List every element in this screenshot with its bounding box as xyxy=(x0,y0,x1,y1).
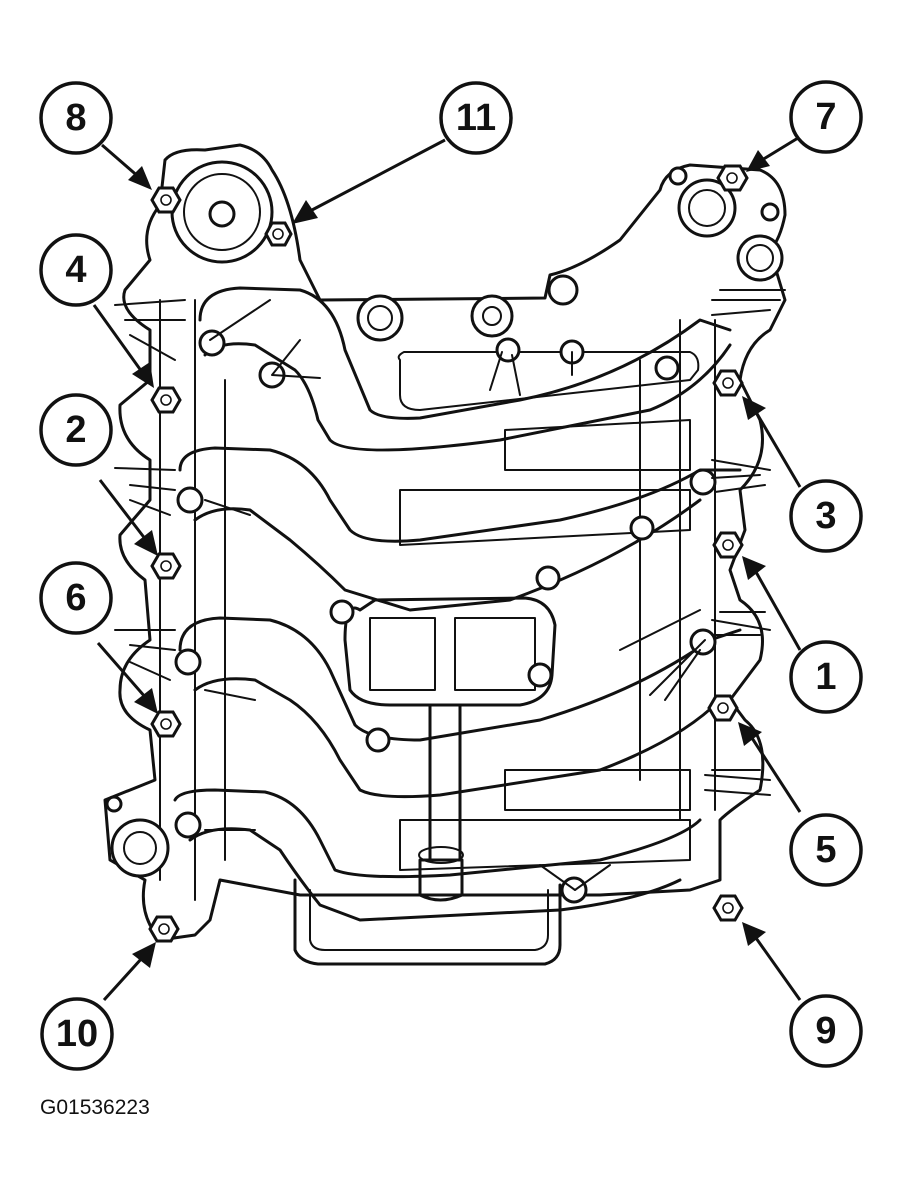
bolt-10 xyxy=(148,915,180,943)
callout-2: 2 xyxy=(39,393,113,467)
manifold-body xyxy=(103,143,787,966)
callout-11: 11 xyxy=(439,81,513,155)
leader-5 xyxy=(738,722,802,813)
callout-9: 9 xyxy=(789,994,863,1068)
callout-7: 7 xyxy=(789,80,863,154)
bolt-3 xyxy=(712,369,744,397)
callout-1-label: 1 xyxy=(815,656,836,698)
bolt-7 xyxy=(716,164,749,192)
callout-10: 10 xyxy=(40,997,114,1071)
callout-3-label: 3 xyxy=(815,495,836,537)
leader-7 xyxy=(746,136,799,172)
callout-7-label: 7 xyxy=(815,96,836,138)
leader-9 xyxy=(742,922,802,1001)
callout-8-label: 8 xyxy=(65,97,86,139)
leader-3 xyxy=(742,396,802,488)
leader-6 xyxy=(96,642,158,714)
callouts: 8 11 7 4 2 6 3 1 5 10 9 xyxy=(39,80,863,1071)
callout-4-label: 4 xyxy=(65,249,86,291)
bolt-2 xyxy=(150,552,182,580)
callout-8: 8 xyxy=(39,81,113,155)
bolt-5 xyxy=(707,694,739,722)
callout-4: 4 xyxy=(39,233,113,307)
callout-5-label: 5 xyxy=(815,829,836,871)
leader-lines xyxy=(92,136,802,1002)
figure-id: G01536223 xyxy=(40,1096,150,1119)
leader-2 xyxy=(98,479,158,556)
bolt-6 xyxy=(150,710,182,738)
leader-8 xyxy=(101,143,152,190)
callout-3: 3 xyxy=(789,479,863,553)
bolt-8 xyxy=(150,186,182,214)
leader-1 xyxy=(742,556,802,651)
leader-4 xyxy=(92,304,154,388)
bolt-1 xyxy=(712,531,744,559)
callout-9-label: 9 xyxy=(815,1010,836,1052)
callout-2-label: 2 xyxy=(65,409,86,451)
callout-11-label: 11 xyxy=(456,97,496,139)
leader-11 xyxy=(292,138,446,224)
bolt-9 xyxy=(712,894,744,922)
callout-1: 1 xyxy=(789,640,863,714)
callout-6-label: 6 xyxy=(65,577,86,619)
leader-10 xyxy=(102,942,156,1002)
callout-5: 5 xyxy=(789,813,863,887)
bolts xyxy=(148,164,749,943)
callout-6: 6 xyxy=(39,561,113,635)
bolt-4 xyxy=(150,386,182,414)
callout-10-label: 10 xyxy=(56,1013,98,1055)
bolt-11 xyxy=(264,221,293,247)
